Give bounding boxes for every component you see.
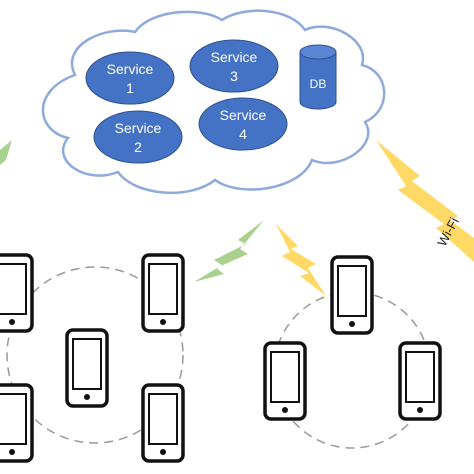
service-2-number: 2 xyxy=(134,139,142,155)
service-1-label: Service xyxy=(107,61,154,77)
wireless-links: Wi-Fi xyxy=(0,140,474,296)
smartphone-icon xyxy=(0,253,34,333)
service-2-label: Service xyxy=(115,120,162,136)
lightning-bolt-icon xyxy=(0,140,12,165)
lightning-bolt-icon xyxy=(376,140,474,262)
left-cluster-circle xyxy=(6,266,184,444)
smartphone-icon xyxy=(0,383,34,463)
lightning-bolt-icon xyxy=(276,224,326,296)
service-1-number: 1 xyxy=(126,80,134,96)
service-3-label: Service xyxy=(211,49,258,65)
smartphone-icon xyxy=(398,341,442,421)
database-label: DB xyxy=(310,77,327,91)
service-1: Service 1 xyxy=(85,51,175,105)
service-4-number: 4 xyxy=(239,126,247,142)
service-4-label: Service xyxy=(220,107,267,123)
service-2: Service 2 xyxy=(93,110,183,164)
smartphone-icon xyxy=(141,383,185,463)
lightning-bolt-icon xyxy=(194,220,264,282)
smartphone-icon xyxy=(141,253,185,333)
smartphone-icon xyxy=(330,255,374,335)
database-icon: DB xyxy=(299,44,337,110)
smartphone-icon xyxy=(65,328,109,408)
service-3-number: 3 xyxy=(230,68,238,84)
service-4: Service 4 xyxy=(198,97,288,151)
smartphone-icon xyxy=(263,341,307,421)
service-3: Service 3 xyxy=(189,39,279,93)
